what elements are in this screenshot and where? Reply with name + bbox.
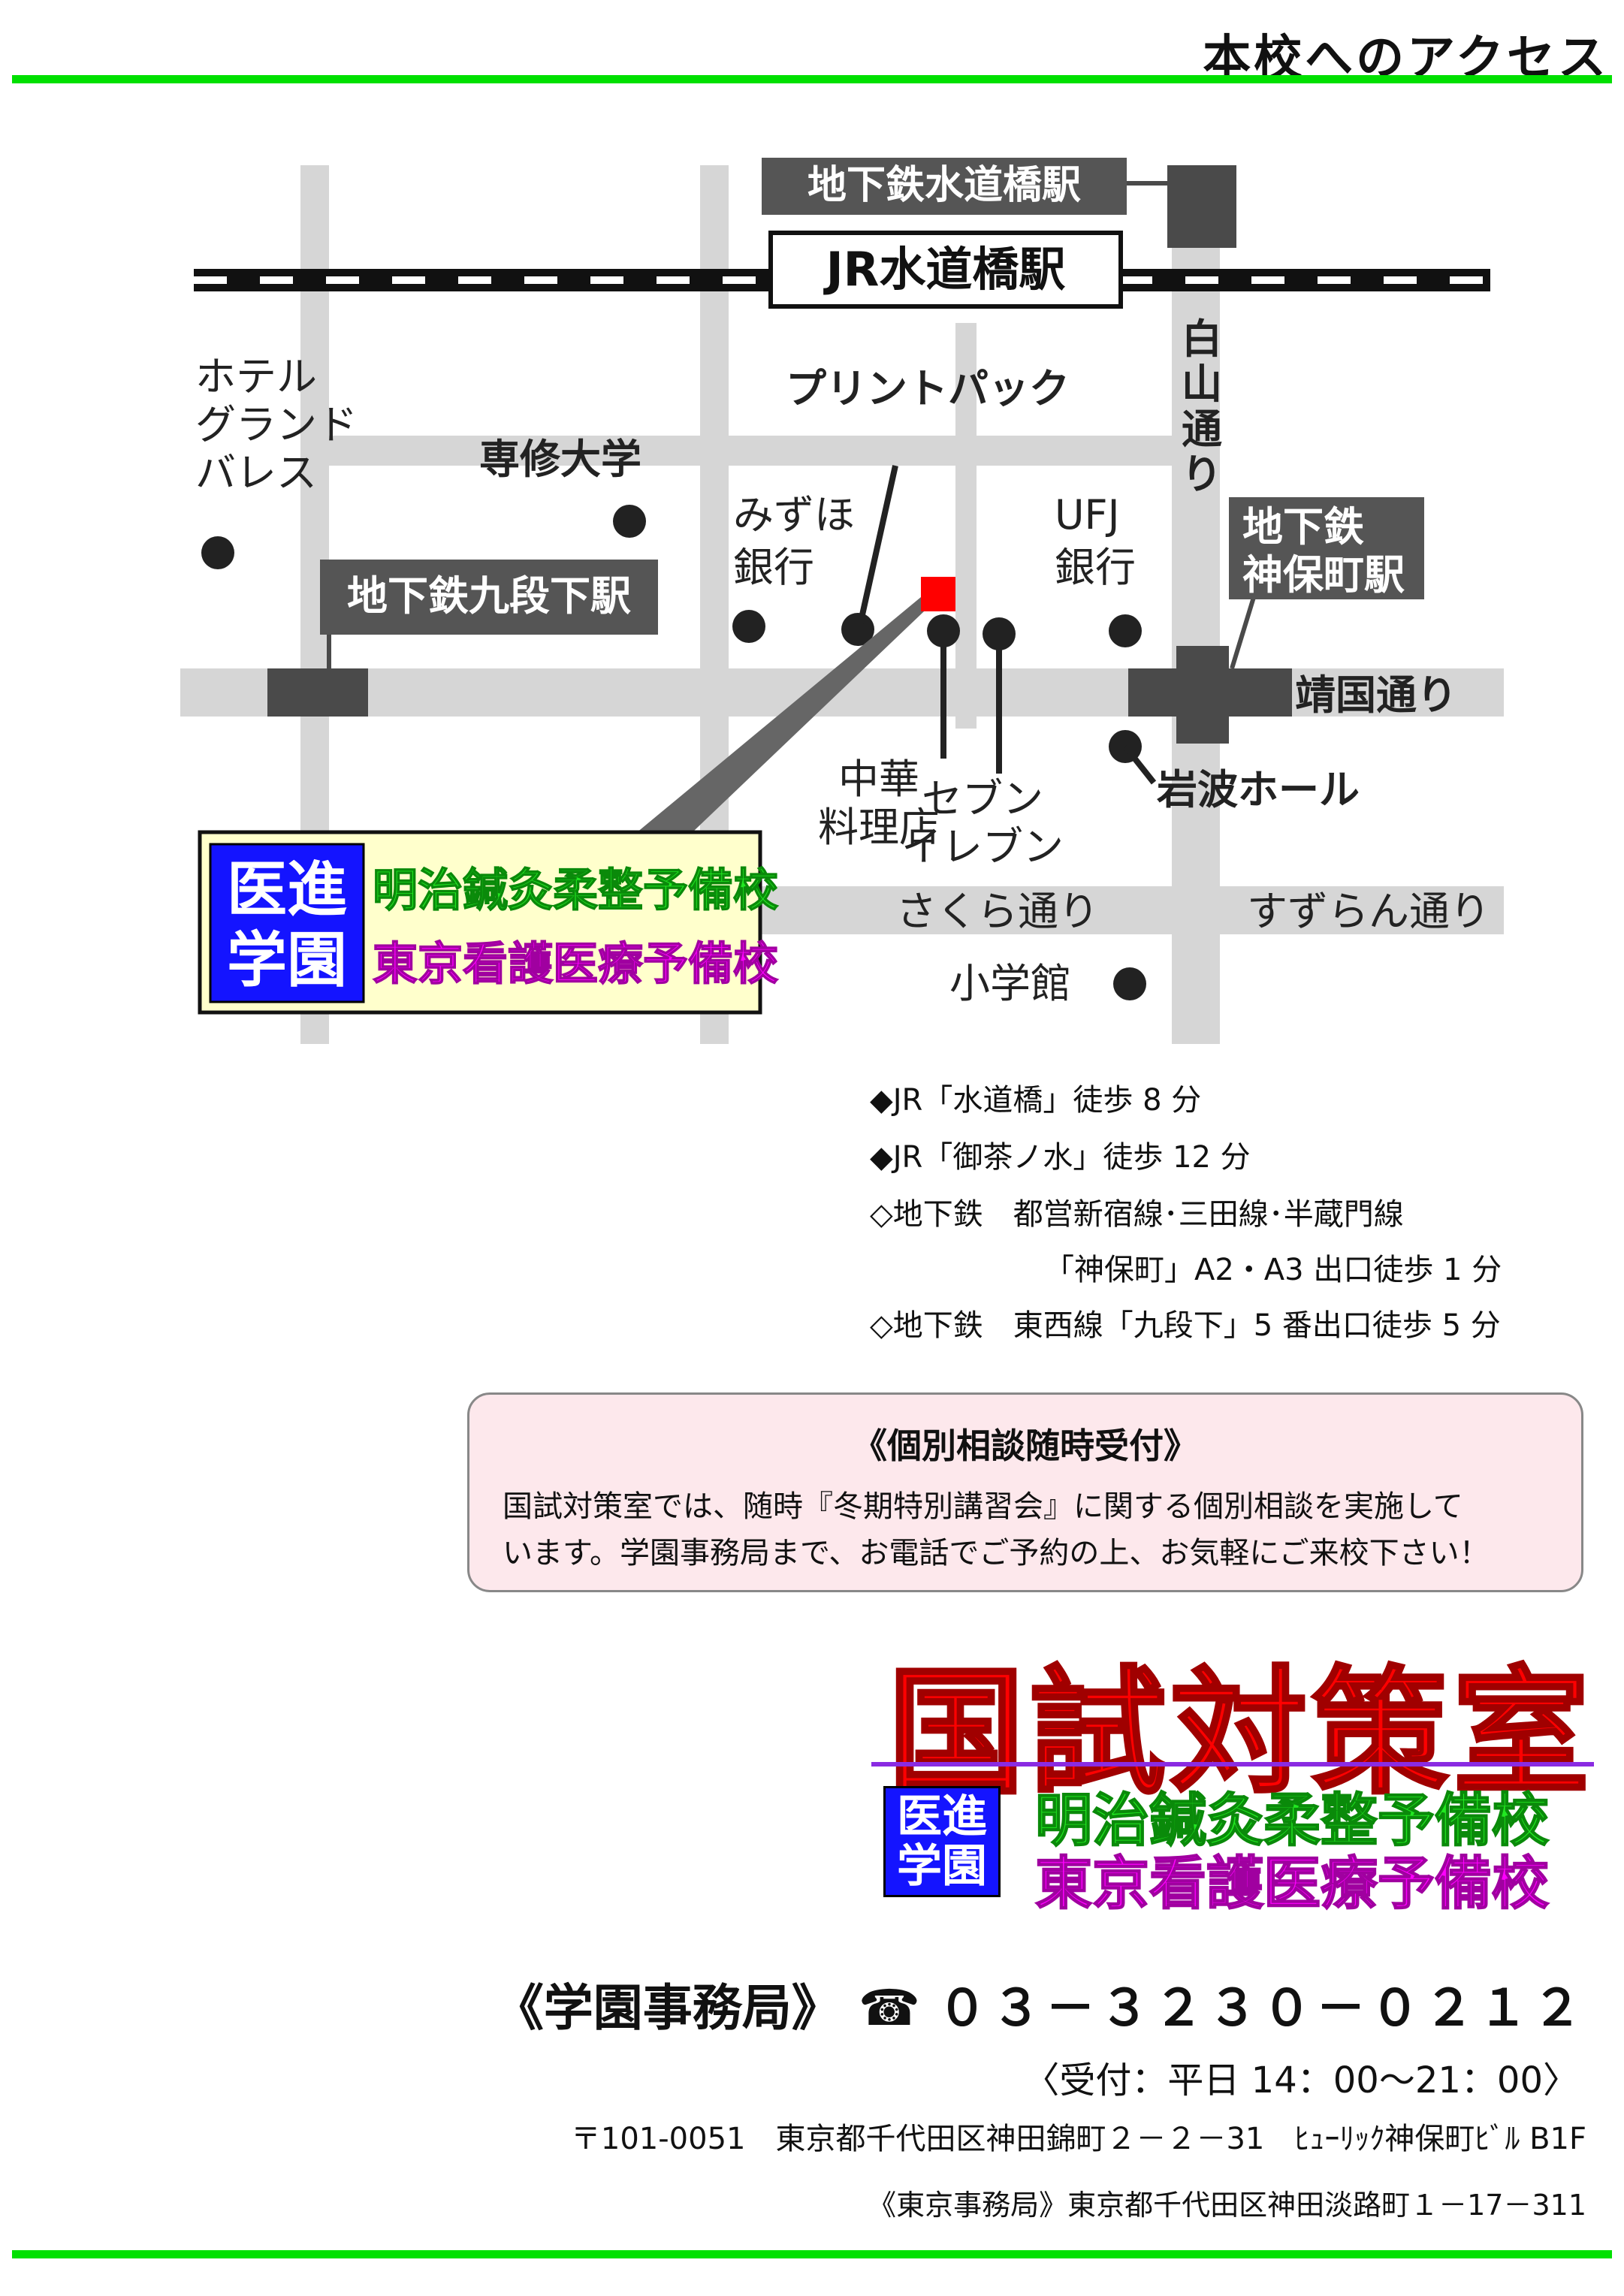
landmark-hotel-3: バレス <box>195 449 317 496</box>
dot-ufj <box>1109 614 1142 647</box>
street-hakusan-3: 通 <box>1182 406 1222 453</box>
dot-shogakukan <box>1113 967 1146 1000</box>
street-suzuran: すずらん通り <box>1247 888 1490 935</box>
dot-printpack <box>841 613 874 646</box>
landmark-mizuho-2: 銀行 <box>733 544 814 591</box>
map-school-name-magenta: 東京看護医療予備校 <box>373 938 778 991</box>
dot-senshu <box>613 505 646 538</box>
landmark-iwanami: 岩波ホール <box>1157 766 1360 813</box>
subway-jimbocho-block-vertical <box>1176 646 1229 744</box>
street-hakusan-1: 白 <box>1182 315 1222 363</box>
consultation-body-line1: 国試対策室では、随時『冬期特別講習会』に関する個別相談を実施して <box>503 1489 1463 1524</box>
consultation-box: 《個別相談随時受付》 国試対策室では、随時『冬期特別講習会』に関する個別相談を実… <box>467 1392 1583 1592</box>
access-map: 地下鉄水道橋駅 JR水道橋駅 地下鉄九段下駅 地下鉄 神保町駅 白 山 通 り … <box>180 158 1504 1044</box>
map-logo-box <box>209 843 365 1003</box>
office-hours: 〈受付：平日 14：00～21：00〉 <box>1023 2059 1579 2101</box>
brand-title: 国試対策室 <box>886 1652 1594 1814</box>
tokyo-office-address: 《東京事務局》東京都千代田区神田淡路町１－17－311 <box>868 2189 1586 2222</box>
jr-suidobashi-label: JR水道橋駅 <box>823 242 1066 297</box>
subway-kudanshita-label-bg <box>320 560 658 635</box>
road-horizontal-upper <box>300 436 1220 466</box>
dot-mizuho <box>732 610 765 643</box>
landmark-shogakukan: 小学館 <box>949 960 1071 1007</box>
brand-logo-line2: 学園 <box>897 1840 987 1893</box>
access-line-2: ◆JR「御茶ノ水」徒歩 12 分 <box>870 1140 1251 1175</box>
landmark-ufj-1: UFJ <box>1055 491 1120 539</box>
subway-jimbocho-label-bg <box>1229 497 1424 599</box>
landmark-mizuho-1: みずほ <box>733 491 855 539</box>
access-line-3: ◇地下鉄 都営新宿線･三田線･半蔵門線 <box>870 1197 1404 1232</box>
phone-icon: ☎ <box>858 1979 921 2037</box>
landmark-chinese-1: 中華 <box>838 756 919 803</box>
consultation-body: 国試対策室では、随時『冬期特別講習会』に関する個別相談を実施して います。学園事… <box>503 1483 1551 1576</box>
subway-suidobashi-label: 地下鉄水道橋駅 <box>807 163 1081 208</box>
map-logo-line2: 学園 <box>227 925 347 995</box>
subway-suidobashi-block <box>1167 165 1236 248</box>
phone-number[interactable]: ０３－３２３０－０２１２ <box>937 1979 1586 2037</box>
consultation-body-line2: います。学園事務局まで、お電話でご予約の上、お気軽にご来校下さい！ <box>503 1536 1490 1570</box>
landmark-seven-1: セブン <box>922 775 1043 822</box>
subway-kudanshita-label: 地下鉄九段下駅 <box>347 572 631 620</box>
brand-school-green: 明治鍼灸柔整予備校 <box>1034 1786 1550 1854</box>
subway-suidobashi-label-bg <box>762 158 1127 215</box>
landmark-ufj-2: 銀行 <box>1055 544 1136 591</box>
brand-logo-line1: 医進 <box>897 1791 987 1843</box>
footer-rule <box>12 2250 1612 2258</box>
landmark-seven-2: イレブン <box>901 823 1064 870</box>
map-logo-line1: 医進 <box>227 855 347 925</box>
access-line-4: 「神保町」A2・A3 出口徒歩 1 分 <box>1044 1253 1502 1287</box>
school-location-marker <box>921 577 955 611</box>
brand-school-magenta: 東京看護医療予備校 <box>1034 1849 1550 1917</box>
landmark-printpack: プリントパック <box>786 365 1070 412</box>
road-sakura <box>721 886 1504 934</box>
brand-logo: 医進 学園 <box>883 1786 1001 1897</box>
street-hakusan-4: り <box>1182 451 1222 498</box>
subway-kudanshita-block <box>267 668 368 717</box>
access-line-5: ◇地下鉄 東西線「九段下」5 番出口徒歩 5 分 <box>870 1308 1501 1343</box>
subway-jimbocho-label-2: 神保町駅 <box>1242 551 1405 599</box>
header-rule <box>12 75 1612 83</box>
street-hakusan-2: 山 <box>1182 361 1222 408</box>
jr-suidobashi-label-bg <box>768 231 1123 309</box>
landmark-chinese-2: 料理店 <box>818 804 940 851</box>
landmark-hotel-1: ホテル <box>195 353 317 400</box>
road-vertical-small <box>955 323 977 729</box>
subway-jimbocho-block-right <box>1217 668 1292 717</box>
street-yasukuni: 靖国通り <box>1295 671 1457 719</box>
street-sakura: さくら通り <box>896 888 1099 935</box>
office-label: 《学園事務局》 <box>494 1979 841 2037</box>
brand-rule <box>871 1762 1594 1767</box>
dot-hotel <box>201 536 234 569</box>
landmark-hotel-2: グランド <box>195 401 358 448</box>
office-phone-line: 《学園事務局》 ☎ ０３－３２３０－０２１２ <box>494 1968 1586 2040</box>
subway-jimbocho-label-1: 地下鉄 <box>1242 503 1364 551</box>
landmark-senshu: 専修大学 <box>479 436 641 483</box>
map-school-name-green: 明治鍼灸柔整予備校 <box>373 864 778 917</box>
address: 〒101-0051 東京都千代田区神田錦町２－２－31 ﾋｭｰﾘｯｸ神保町ﾋﾞﾙ… <box>570 2122 1586 2156</box>
school-pointer <box>601 597 939 862</box>
access-line-1: ◆JR「水道橋」徒歩 8 分 <box>870 1083 1202 1118</box>
consultation-title: 《個別相談随時受付》 <box>853 1426 1198 1466</box>
